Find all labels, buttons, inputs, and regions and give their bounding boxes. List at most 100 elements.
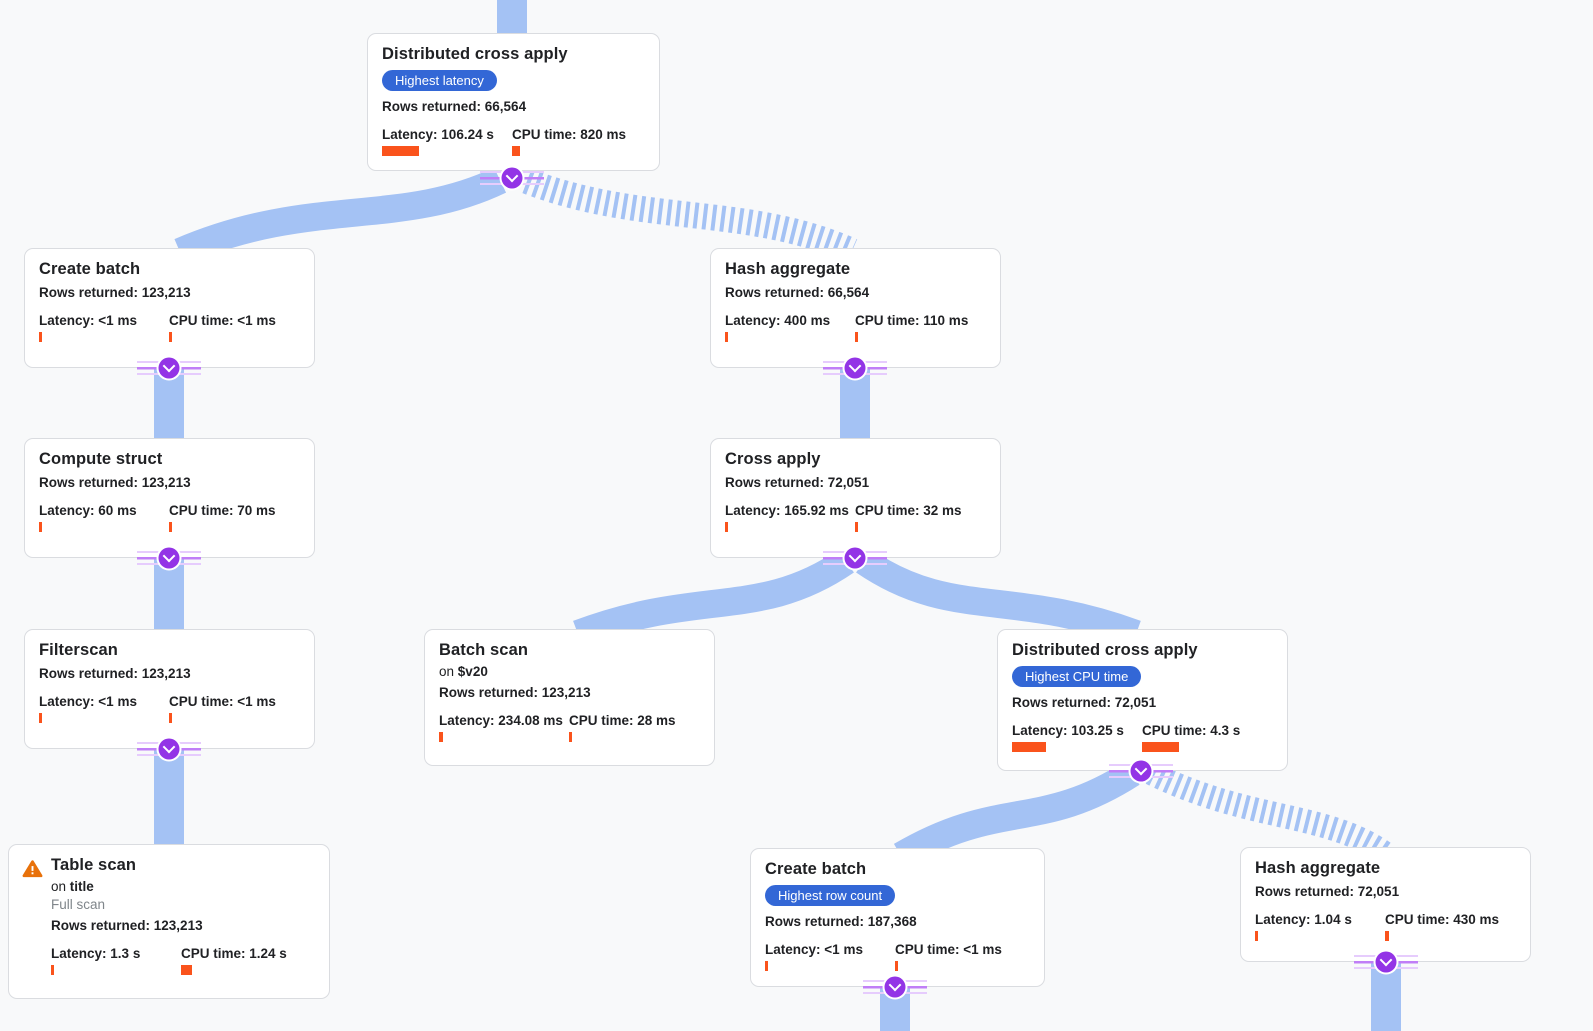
node-title: Hash aggregate [725,260,851,278]
cpu-bar [895,961,898,971]
cpu-metric: CPU time: <1 ms [169,694,299,723]
cpu-metric: CPU time: 1.24 s [181,946,311,975]
node-title: Distributed cross apply [382,45,568,63]
expand-collapse-toggle-dca-top[interactable] [480,167,544,189]
chevron-down-icon [884,976,906,998]
cpu-metric: CPU time: 430 ms [1385,912,1515,941]
cpu-bar [1385,931,1389,941]
node-target: on title [51,879,94,894]
latency-metric: Latency: 400 ms [725,313,855,342]
latency-metric: Latency: <1 ms [39,694,169,723]
latency-metric: Latency: 60 ms [39,503,169,532]
node-title: Cross apply [725,450,821,468]
edge-dca-top--hash-aggregate-1 [522,168,858,263]
latency-bar [439,732,443,742]
warning-icon [22,860,43,878]
node-title: Hash aggregate [1255,859,1381,877]
latency-bar [51,965,54,975]
expand-collapse-toggle-compute-struct[interactable] [137,547,201,569]
latency-bar [39,332,42,342]
cpu-metric: CPU time: 820 ms [512,127,642,156]
latency-metric: Latency: <1 ms [765,942,895,971]
node-title: Create batch [765,860,867,878]
node-note: Full scan [51,897,106,912]
chevron-down-icon [158,547,180,569]
latency-bar [39,713,42,723]
edge-dca-top--create-batch-1 [174,167,507,265]
cpu-metric: CPU time: 32 ms [855,503,985,532]
node-title: Create batch [39,260,141,278]
cpu-bar [569,732,572,742]
cpu-bar [181,965,192,975]
expand-collapse-toggle-hash-aggregate-1[interactable] [823,357,887,379]
latency-metric: Latency: 1.04 s [1255,912,1385,941]
rows-returned: Rows returned: 123,213 [51,918,203,933]
edge-cross-apply--batch-scan [573,549,854,648]
chevron-down-icon [844,547,866,569]
node-target: on $v20 [439,664,488,679]
edge-cross-apply--dca-right [856,549,1141,648]
rows-returned: Rows returned: 187,368 [765,914,917,929]
cpu-bar [855,522,858,532]
node-badge: Highest CPU time [1012,666,1142,687]
cpu-metric: CPU time: 110 ms [855,313,985,342]
node-title: Batch scan [439,641,529,659]
rows-returned: Rows returned: 66,564 [382,99,527,114]
node-title: Table scan [51,856,137,874]
cpu-metric: CPU time: 70 ms [169,503,299,532]
latency-metric: Latency: 165.92 ms [725,503,855,532]
expand-collapse-toggle-hash-aggregate-2[interactable] [1354,951,1418,973]
cpu-metric: CPU time: <1 ms [895,942,1025,971]
expand-collapse-toggle-dca-right[interactable] [1109,760,1173,782]
node-title: Compute struct [39,450,163,468]
cpu-metric: CPU time: <1 ms [169,313,299,342]
node-badge: Highest row count [765,885,896,906]
latency-bar [1255,931,1258,941]
expand-collapse-toggle-cross-apply[interactable] [823,547,887,569]
node-title: Distributed cross apply [1012,641,1198,659]
edge-dca-right--hash-aggregate-2 [1145,762,1395,865]
cpu-bar [169,332,172,342]
latency-metric: Latency: 106.24 s [382,127,512,156]
latency-metric: Latency: 234.08 ms [439,713,569,742]
expand-collapse-toggle-create-batch-1[interactable] [137,357,201,379]
rows-returned: Rows returned: 123,213 [39,666,191,681]
cpu-bar [512,146,520,156]
rows-returned: Rows returned: 123,213 [39,285,191,300]
rows-returned: Rows returned: 66,564 [725,285,870,300]
latency-metric: Latency: <1 ms [39,313,169,342]
cpu-bar [1142,742,1179,752]
chevron-down-icon [1375,951,1397,973]
expand-collapse-toggle-filterscan[interactable] [137,738,201,760]
latency-metric: Latency: 103.25 s [1012,723,1142,752]
expand-collapse-toggle-create-batch-2[interactable] [863,976,927,998]
latency-bar [382,146,419,156]
latency-bar [1012,742,1046,752]
latency-bar [725,522,728,532]
rows-returned: Rows returned: 123,213 [439,685,591,700]
rows-returned: Rows returned: 72,051 [725,475,870,490]
rows-returned: Rows returned: 72,051 [1255,884,1400,899]
cpu-bar [855,332,858,342]
cpu-metric: CPU time: 28 ms [569,713,699,742]
edge-dca-right--create-batch-2 [893,761,1140,869]
chevron-down-icon [158,738,180,760]
node-title: Filterscan [39,641,118,659]
latency-bar [39,522,42,532]
chevron-down-icon [844,357,866,379]
latency-metric: Latency: 1.3 s [51,946,181,975]
chevron-down-icon [501,167,523,189]
